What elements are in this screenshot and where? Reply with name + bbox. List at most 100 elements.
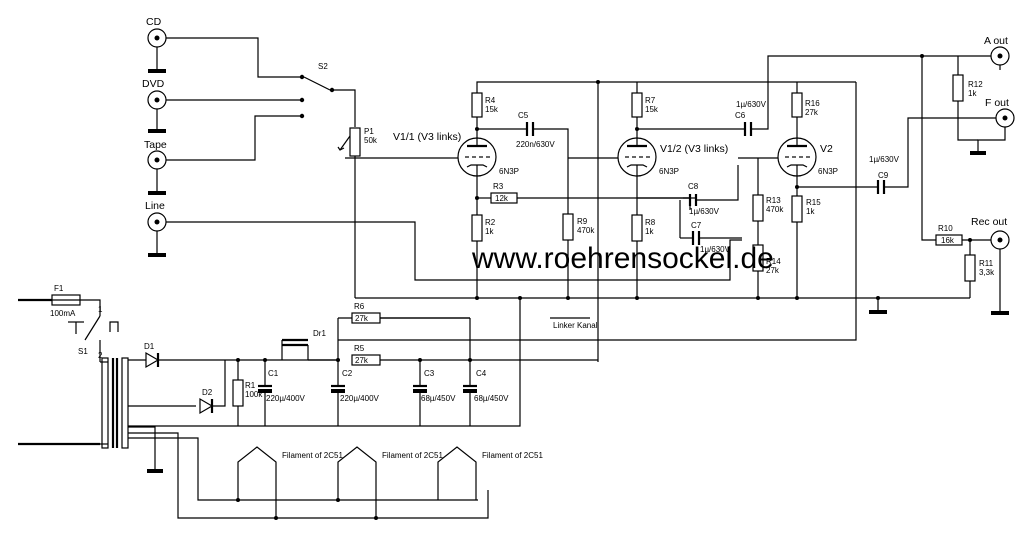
filter-network: R1 100k C1 220µ/400V Dr1 C2 220µ/400V R6… — [128, 298, 598, 427]
output-label-a: A out — [984, 35, 1008, 47]
r4-name: R4 — [485, 96, 496, 105]
filament-1: Filament of 2C51 — [237, 446, 343, 518]
r6-value: 27k — [355, 314, 369, 323]
potentiometer-p1[interactable]: P1 50k — [337, 127, 450, 298]
c6-value: 1µ/630V — [736, 100, 767, 109]
r1-name: R1 — [245, 381, 256, 390]
resistor-r1 — [232, 379, 244, 407]
svg-text:Filament of 2C51: Filament of 2C51 — [482, 451, 543, 460]
v1-1-anode-network: R4 15k C5 220n/630V R9 470k — [471, 81, 856, 298]
tube-name-v1-1: V1/1 (V3 links) — [393, 131, 461, 143]
switch-label-s2: S2 — [318, 62, 328, 71]
choke-label: Dr1 — [313, 329, 326, 338]
input-label-dvd: DVD — [142, 78, 165, 90]
r5-value: 27k — [355, 356, 369, 365]
diode-label-d2: D2 — [202, 388, 213, 397]
tube-type-v1-2: 6N3P — [659, 167, 679, 176]
filament-1-label: Filament of 2C51 — [282, 451, 343, 460]
c4-name: C4 — [476, 369, 487, 378]
b-plus-wiring — [338, 80, 857, 362]
resistor-r15 — [791, 195, 803, 223]
resistor-r12 — [952, 74, 964, 102]
fuse-value: 100mA — [50, 309, 76, 318]
selector-switch-s2[interactable]: S2 — [299, 62, 356, 127]
input-jack-cd[interactable]: CD — [146, 16, 167, 73]
r13-value: 470k — [766, 205, 784, 214]
r7-name: R7 — [645, 96, 656, 105]
mains-input: F1 100mA — [18, 284, 101, 446]
pot-value: 50k — [364, 136, 378, 145]
resistor-r7 — [631, 92, 643, 118]
c1-name: C1 — [268, 369, 279, 378]
resistor-r9 — [562, 213, 574, 241]
c2-name: C2 — [342, 369, 353, 378]
input-jack-line[interactable]: Line — [145, 200, 167, 257]
input-jack-tape[interactable]: Tape — [144, 139, 167, 195]
svg-text:1: 1 — [98, 305, 103, 314]
output-network: R12 1k R10 16k R11 3,3k — [920, 54, 995, 298]
input-label-line: Line — [145, 200, 165, 212]
fuse-name: F1 — [54, 284, 64, 293]
tube-v1-1: V1/1 (V3 links) 6N3P — [393, 131, 519, 177]
tube-v1-2: V1/2 (V3 links) 6N3P — [617, 137, 728, 177]
channel-label: Linker Kanal — [553, 321, 598, 330]
r5-name: R5 — [354, 344, 365, 353]
watermark-url: www.roehrensockel.de — [471, 242, 774, 275]
r7-value: 15k — [645, 105, 659, 114]
resistor-r16 — [791, 92, 803, 118]
ground-bus — [355, 296, 970, 314]
r2-name: R2 — [485, 218, 496, 227]
c1-value: 220µ/400V — [266, 394, 306, 403]
svg-text:Filament of 2C51: Filament of 2C51 — [282, 451, 343, 460]
rectifier-d1: D1 — [144, 342, 338, 369]
resistor-r8 — [631, 214, 643, 242]
r8-value: 1k — [645, 227, 654, 236]
r14-value: 27k — [766, 266, 780, 275]
input-label-tape: Tape — [144, 139, 167, 151]
tube-type-v1-1: 6N3P — [499, 167, 519, 176]
r16-name: R16 — [805, 99, 820, 108]
r3-value: 12k — [495, 194, 509, 203]
filament-3-label: Filament of 2C51 — [482, 451, 543, 460]
r10-name: R10 — [938, 224, 953, 233]
v1-2-cathode-network: R8 1k C8 1µ/630V C7 1µ/630V — [631, 165, 742, 298]
resistor-r2 — [471, 214, 483, 242]
r9-value: 470k — [577, 226, 595, 235]
filament-2: Filament of 2C51 — [337, 446, 443, 518]
svg-text:2: 2 — [98, 351, 103, 360]
output-jack-a[interactable]: A out — [984, 35, 1010, 70]
pot-name: P1 — [364, 127, 374, 136]
c7-name: C7 — [691, 221, 702, 230]
output-jack-f[interactable]: F out — [970, 97, 1015, 155]
resistor-r11 — [964, 254, 976, 282]
mains-switch-s1[interactable]: S1 1 2 — [68, 305, 119, 362]
v1-1-cathode-network: R3 12k R2 1k — [471, 176, 690, 298]
choke-dr1: Dr1 — [281, 329, 326, 360]
c5-value: 220n/630V — [516, 140, 555, 149]
c2-value: 220µ/400V — [340, 394, 380, 403]
r6-name: R6 — [354, 302, 365, 311]
r8-name: R8 — [645, 218, 656, 227]
filament-2-label: Filament of 2C51 — [382, 451, 443, 460]
r13-name: R13 — [766, 196, 781, 205]
input-jack-dvd[interactable]: DVD — [142, 78, 167, 133]
resistor-r4 — [471, 92, 483, 118]
tube-v2: V2 6N3P — [738, 137, 838, 177]
c8-value: 1µ/630V — [689, 207, 720, 216]
c3-value: 68µ/450V — [421, 394, 456, 403]
tube-name-v2: V2 — [820, 143, 833, 155]
switch-label-s1: S1 — [78, 347, 88, 356]
output-label-rec: Rec out — [971, 216, 1007, 228]
r11-value: 3,3k — [979, 268, 995, 277]
c5-name: C5 — [518, 111, 529, 120]
filament-junctions — [236, 498, 378, 520]
tube-type-v2: 6N3P — [818, 167, 838, 176]
r9-name: R9 — [577, 217, 588, 226]
c9-value: 1µ/630V — [869, 155, 900, 164]
c7-value: 1µ/630V — [700, 245, 731, 254]
output-jack-rec[interactable]: Rec out — [971, 216, 1010, 315]
tube-name-v1-2: V1/2 (V3 links) — [660, 143, 728, 155]
resistor-r13 — [752, 194, 764, 222]
power-transformer — [100, 357, 489, 519]
